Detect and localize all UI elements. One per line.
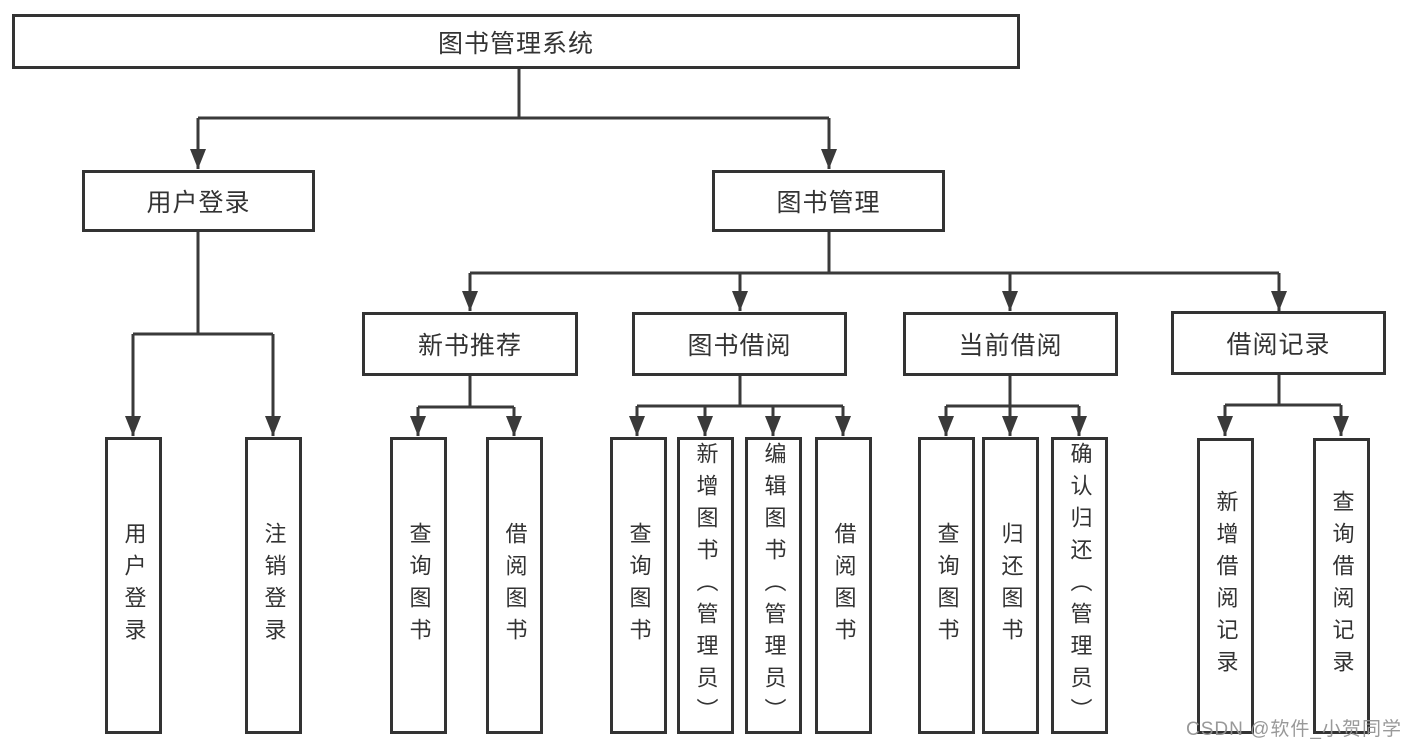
- node-current-borrowing: 当前借阅: [903, 312, 1118, 376]
- node-borrowing-records: 借阅记录: [1171, 311, 1386, 375]
- leaf-label: 借阅图书: [502, 521, 528, 650]
- leaf-return-books: 归还图书: [982, 437, 1039, 734]
- leaf-label: 用户登录: [121, 521, 147, 650]
- leaf-label: 查询图书: [934, 521, 960, 650]
- node-label: 用户登录: [146, 189, 251, 217]
- leaf-add-borrow-record: 新增借阅记录: [1197, 438, 1254, 734]
- node-root-library-management-system: 图书管理系统: [12, 14, 1020, 69]
- leaf-borrow-books: 借阅图书: [815, 437, 872, 734]
- csdn-watermark: CSDN @软件_小贺同学: [1186, 719, 1402, 740]
- node-label: 借阅记录: [1226, 331, 1331, 359]
- node-book-management: 图书管理: [712, 170, 945, 232]
- leaf-label: 注销登录: [261, 521, 287, 650]
- leaf-label: 新增借阅记录: [1213, 490, 1239, 682]
- leaf-label: 借阅图书: [831, 521, 857, 650]
- leaf-query-books-current: 查询图书: [918, 437, 975, 734]
- leaf-confirm-return-admin: 确认归还（管理员）: [1051, 437, 1108, 734]
- node-label: 图书管理系统: [437, 29, 594, 58]
- node-label: 图书借阅: [687, 332, 792, 360]
- node-new-book-recommendation: 新书推荐: [362, 312, 578, 376]
- leaf-label: 确认归还（管理员）: [1067, 441, 1093, 730]
- leaf-label: 查询图书: [406, 521, 432, 650]
- node-user-login: 用户登录: [82, 170, 315, 232]
- node-label: 图书管理: [776, 189, 881, 217]
- leaf-label: 查询图书: [626, 521, 652, 650]
- node-label: 新书推荐: [417, 332, 522, 360]
- leaf-label: 编辑图书（管理员）: [761, 441, 787, 730]
- leaf-label: 新增图书（管理员）: [693, 441, 719, 730]
- leaf-label: 查询借阅记录: [1329, 490, 1355, 682]
- leaf-borrow-books-recommend: 借阅图书: [486, 437, 543, 734]
- node-book-borrowing: 图书借阅: [632, 312, 847, 376]
- node-label: 当前借阅: [958, 332, 1063, 360]
- leaf-add-books-admin: 新增图书（管理员）: [677, 437, 734, 734]
- leaf-label: 归还图书: [998, 521, 1024, 650]
- leaf-logout: 注销登录: [245, 437, 302, 734]
- leaf-query-books-borrow: 查询图书: [610, 437, 667, 734]
- leaf-edit-books-admin: 编辑图书（管理员）: [745, 437, 802, 734]
- leaf-query-borrow-record: 查询借阅记录: [1313, 438, 1370, 734]
- leaf-query-books-recommend: 查询图书: [390, 437, 447, 734]
- leaf-user-login: 用户登录: [105, 437, 162, 734]
